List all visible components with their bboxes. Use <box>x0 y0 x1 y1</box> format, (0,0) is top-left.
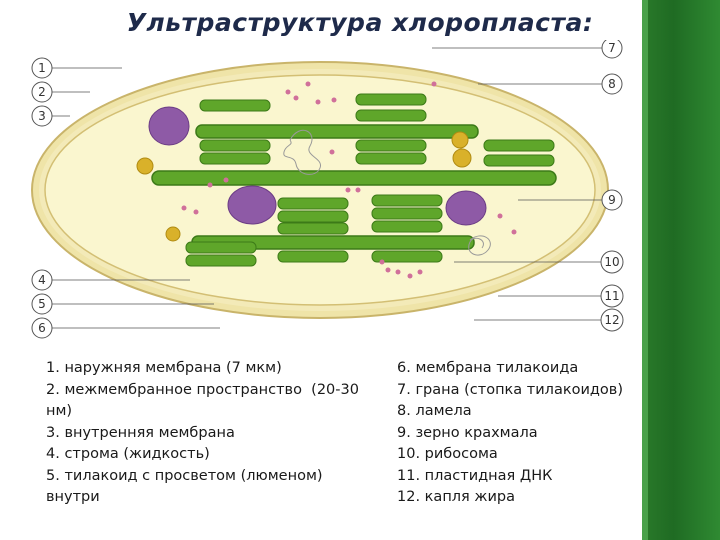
legend-item: 9. зерно крахмала <box>397 424 538 441</box>
callout-9: 9 <box>608 193 616 207</box>
legend-item: 4. строма (жидкость) <box>46 446 210 462</box>
plastid-dna <box>468 235 491 256</box>
callout-11: 11 <box>604 289 619 303</box>
callout-6: 6 <box>38 321 46 335</box>
starch-grain <box>445 190 487 226</box>
lamella <box>151 170 557 186</box>
legend-item: 1. наружняя мембрана (7 мкм) <box>46 360 282 376</box>
callout-7: 7 <box>608 41 616 55</box>
legend-item: 8. ламела <box>397 403 472 419</box>
callout-10: 10 <box>604 255 619 269</box>
granum <box>355 93 427 165</box>
callout-1: 1 <box>38 61 46 75</box>
callout-8: 8 <box>608 77 616 91</box>
granum <box>371 194 443 263</box>
legend-item: 7. грана (стопка тилакоидов) <box>397 381 623 398</box>
callout-2: 2 <box>38 85 46 99</box>
callout-12: 12 <box>604 313 619 327</box>
callout-4: 4 <box>38 273 46 287</box>
granum <box>199 99 271 165</box>
callout-markers: 1 2 3 4 5 6 7 8 9 10 11 12 <box>31 40 624 339</box>
ribosomes <box>181 81 517 279</box>
decorative-side-stripe <box>642 0 720 540</box>
lipid-droplet <box>451 131 469 149</box>
lipid-droplet <box>165 226 181 242</box>
legend-left: 1. наружняя мембрана (7 мкм) 2. межмембр… <box>46 358 376 509</box>
legend-item: 5. тилакоид с просветом (люменом) внутри <box>46 467 328 506</box>
legend-item: 3. внутренняя мембрана <box>46 424 235 441</box>
lamella <box>195 124 479 139</box>
granum <box>277 197 349 263</box>
page-title: Ультраструктура хлоропласта: <box>126 8 594 37</box>
granum <box>483 139 555 167</box>
leader-lines <box>52 47 602 329</box>
starch-grain <box>227 185 277 225</box>
grana-stacks <box>185 93 555 267</box>
legend-item: 6. мембрана тилакоида <box>397 360 579 376</box>
legend-item: 11. пластидная ДНК <box>397 467 553 484</box>
legend-item: 12. капля жира <box>397 489 515 505</box>
callout-3: 3 <box>38 109 46 123</box>
legend-item: 10. рибосома <box>397 446 498 462</box>
legend-right: 6. мембрана тилакоида 7. грана (стопка т… <box>397 358 642 509</box>
callout-5: 5 <box>38 297 46 311</box>
chloroplast-diagram: 1 2 3 4 5 6 7 8 9 10 11 12 <box>31 40 624 339</box>
legend-item: 2. межмембранное пространство (20-30 нм) <box>46 381 364 420</box>
inner-membrane <box>44 74 596 306</box>
lipid-droplet <box>136 157 154 175</box>
lipid-droplet <box>452 148 472 168</box>
starch-grain <box>148 106 190 146</box>
granum <box>185 241 257 267</box>
plastid-dna <box>283 129 321 175</box>
